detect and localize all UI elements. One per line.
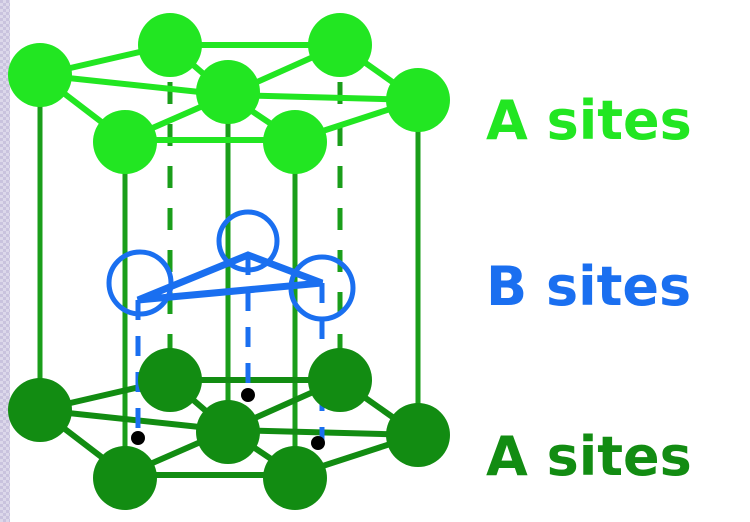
slide-edge-stripe — [0, 0, 10, 522]
a-atom-bottom — [308, 348, 372, 412]
bottom-a-atoms — [8, 348, 450, 510]
a-atom-top — [138, 13, 202, 77]
interstitial-dot — [311, 436, 325, 450]
interstitial-dot — [241, 388, 255, 402]
b-triangle — [136, 251, 324, 304]
a-atom-top — [93, 110, 157, 174]
b-layer — [106, 209, 356, 322]
a-atom-top — [8, 43, 72, 107]
a-atom-bottom — [386, 403, 450, 467]
a-atom-top — [308, 13, 372, 77]
a-atom-bottom — [138, 348, 202, 412]
a-atom-top — [386, 68, 450, 132]
a-atom-bottom — [8, 378, 72, 442]
b-site-atom — [216, 209, 280, 273]
a-sites-bottom-label: A sites — [486, 425, 692, 488]
a-atom-bottom — [196, 400, 260, 464]
a-atom-top — [196, 60, 260, 124]
interstitial-dot — [131, 431, 145, 445]
a-atom-bottom — [93, 446, 157, 510]
b-site-atom — [106, 249, 174, 317]
a-atom-top — [263, 110, 327, 174]
top-a-atoms — [8, 13, 450, 174]
a-sites-top-label: A sites — [486, 89, 692, 152]
b-sites-label: B sites — [486, 255, 692, 318]
a-atom-bottom — [263, 446, 327, 510]
interstitial-dots — [131, 388, 325, 450]
b-site-atom — [288, 254, 356, 322]
